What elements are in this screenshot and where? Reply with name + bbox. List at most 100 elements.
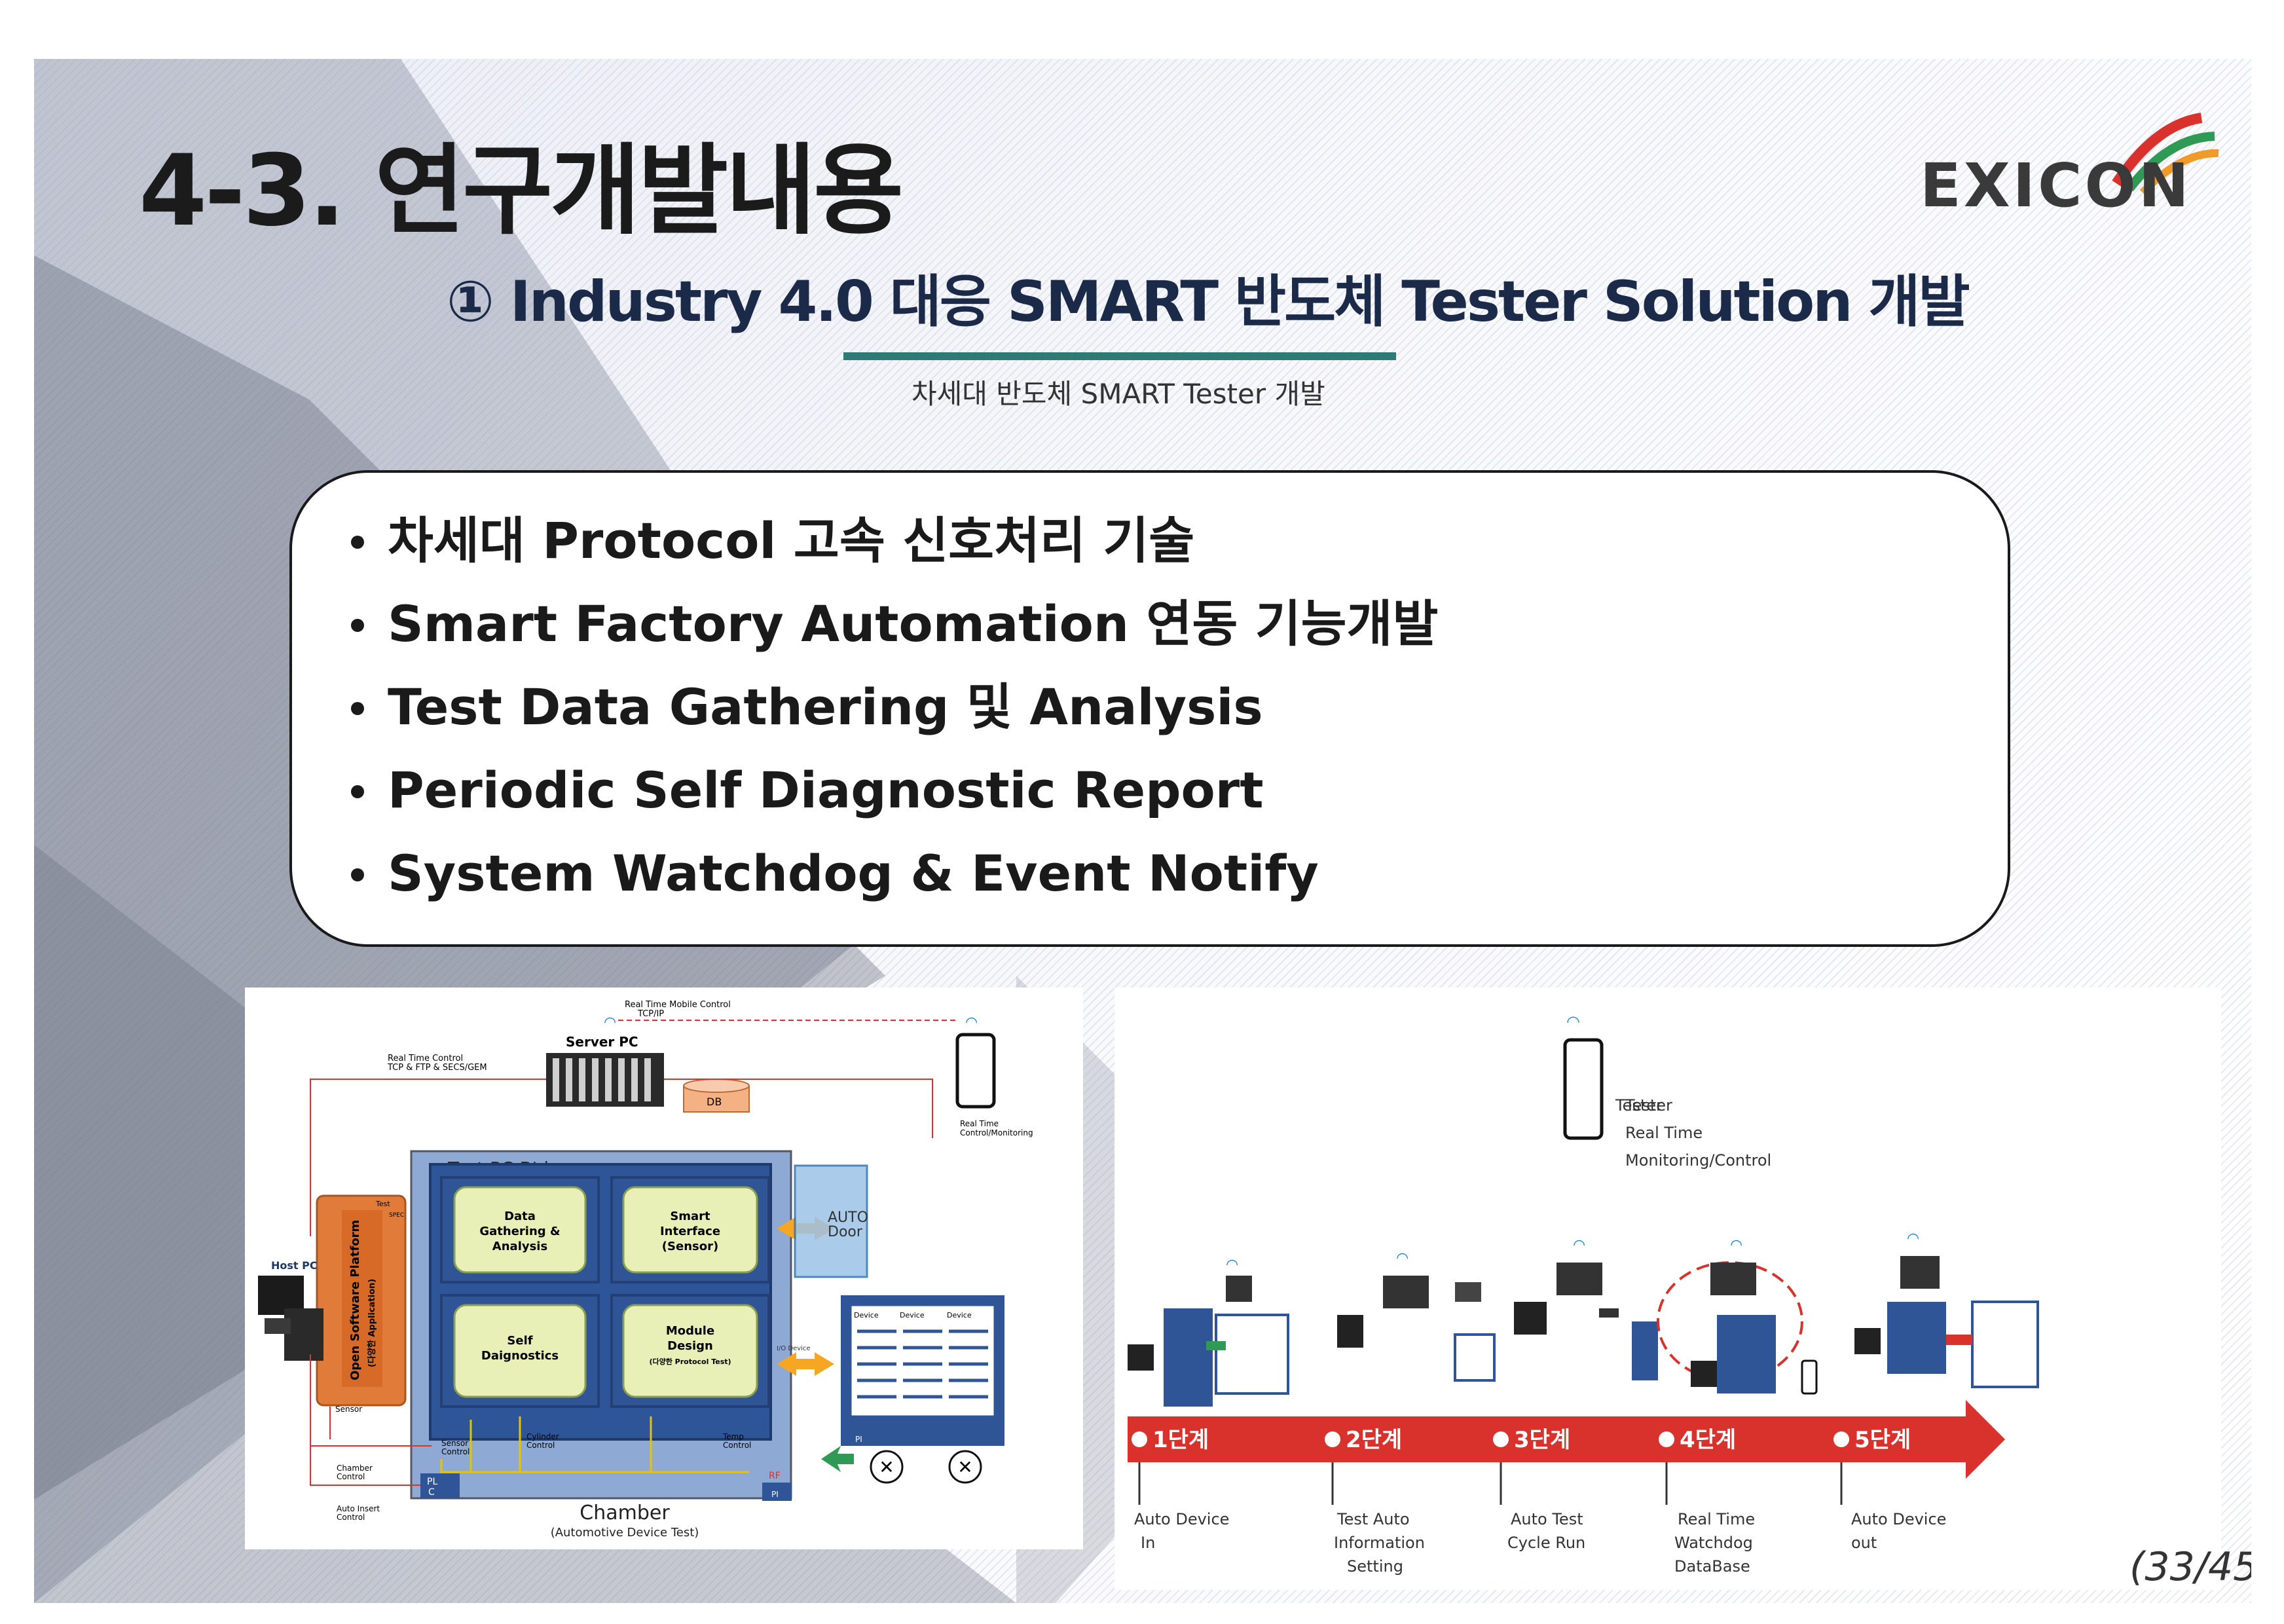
server-rack-icon: [546, 1053, 664, 1107]
svg-text:(Sensor): (Sensor): [662, 1240, 718, 1253]
svg-text:◠: ◠: [1226, 1257, 1238, 1273]
wheel-icon: ✕: [879, 1456, 894, 1478]
svg-text:Cylinder: Cylinder: [526, 1432, 559, 1441]
svg-text:◠: ◠: [1573, 1237, 1585, 1253]
svg-text:Open Software Platform: Open Software Platform: [348, 1220, 362, 1380]
plc-box: [420, 1473, 460, 1498]
svg-text:I/O Device: I/O Device: [777, 1345, 811, 1352]
svg-text:DataBase: DataBase: [1674, 1557, 1750, 1576]
chamber-sub-label: (Automotive Device Test): [551, 1526, 699, 1540]
system-diagram: Server PC DB Real Time Mobile Control TC…: [245, 987, 1083, 1549]
svg-text:In: In: [1141, 1534, 1155, 1552]
svg-text:Test Auto: Test Auto: [1336, 1510, 1410, 1528]
svg-text:Device: Device: [854, 1311, 879, 1320]
stage-1: 1단계 Auto Device In: [1132, 1427, 1229, 1552]
svg-text:Door: Door: [828, 1224, 863, 1240]
svg-text:(다양한 Application): (다양한 Application): [367, 1279, 377, 1367]
device-tray: Device Device Device PI ✕ ✕: [841, 1295, 1004, 1484]
real-time-control-label: Real Time Control: [388, 1054, 463, 1063]
svg-text:Temp: Temp: [722, 1432, 744, 1441]
db-label: DB: [707, 1096, 722, 1108]
stage-scene-1: ◠: [1128, 1257, 1289, 1407]
svg-text:Device: Device: [947, 1311, 972, 1320]
monitoring-label: Monitoring/Control: [1625, 1151, 1771, 1170]
svg-text:Control: Control: [337, 1513, 365, 1522]
svg-text:◠: ◠: [1730, 1237, 1742, 1253]
block-smart-interface: Smart Interface (Sensor): [610, 1176, 770, 1283]
platform-panel: Open Software Platform (다양한 Application)…: [316, 1194, 407, 1407]
svg-text:RF: RF: [769, 1471, 781, 1481]
stage-label: 3단계: [1514, 1427, 1570, 1453]
svg-text:Sensor: Sensor: [335, 1405, 362, 1414]
bullet-item: 차세대 Protocol 고속 신호처리 기술: [348, 499, 1438, 582]
svg-text:Self: Self: [507, 1334, 532, 1348]
wifi-icon: ◠: [1566, 1012, 1580, 1031]
svg-text:Sensor: Sensor: [441, 1439, 468, 1448]
tcp-ip-label: TCP/IP: [637, 1009, 664, 1019]
wifi-icon: ◠: [965, 1014, 978, 1031]
tablet-icon: [1563, 1038, 1604, 1140]
svg-text:Watchdog: Watchdog: [1674, 1534, 1753, 1552]
stage-label: 4단계: [1680, 1427, 1736, 1453]
pi-box: [762, 1483, 792, 1501]
svg-text:Auto Test: Auto Test: [1511, 1510, 1583, 1528]
rt-control-label: Real Time: [960, 1119, 999, 1128]
svg-text:Test: Test: [375, 1200, 390, 1208]
stage-scene-5: ◠: [1854, 1230, 2039, 1388]
svg-text:(다양한 Protocol Test): (다양한 Protocol Test): [649, 1357, 731, 1366]
block-module-design: Module Design (다양한 Protocol Test): [610, 1294, 770, 1408]
svg-text:Information: Information: [1334, 1534, 1425, 1552]
svg-text:Control: Control: [441, 1447, 470, 1456]
tester-label: Tester: [1625, 1096, 1672, 1115]
bullet-box: 차세대 Protocol 고속 신호처리 기술 Smart Factory Au…: [289, 470, 2010, 947]
stage-2: 2단계 Test Auto Information Setting: [1325, 1427, 1425, 1576]
svg-text:Tester: Tester: [1615, 1096, 1663, 1115]
svg-text:Setting: Setting: [1347, 1557, 1403, 1576]
block-self-diagnostics: Self Daignostics: [440, 1294, 600, 1408]
svg-text:Cycle Run: Cycle Run: [1507, 1534, 1585, 1552]
svg-text:◠: ◠: [1907, 1230, 1919, 1247]
mobile-control-label: Real Time Mobile Control: [625, 1000, 731, 1010]
svg-text:Analysis: Analysis: [492, 1240, 547, 1253]
chamber-label: Chamber: [580, 1502, 670, 1524]
stage-label: 2단계: [1346, 1427, 1402, 1453]
green-arrow-icon: [821, 1446, 854, 1472]
tcp-ftp-secs-label: TCP & FTP & SECS/GEM: [387, 1063, 487, 1073]
svg-text:Chamber: Chamber: [337, 1464, 373, 1473]
double-arrow-icon: [777, 1352, 834, 1376]
exicon-logo: EXICON: [1920, 111, 2221, 221]
logo-text: EXICON: [1920, 151, 2192, 221]
svg-text:Interface: Interface: [660, 1225, 720, 1238]
bullet-item: System Watchdog & Event Notify: [348, 832, 1438, 915]
real-time-label: Real Time: [1625, 1124, 1703, 1142]
svg-text:Daignostics: Daignostics: [481, 1349, 559, 1363]
svg-text:Control: Control: [337, 1472, 365, 1481]
logo-swoosh-icon: [2112, 113, 2219, 196]
caption: 차세대 반도체 SMART Tester 개발: [912, 378, 1325, 410]
svg-text:◠: ◠: [1396, 1250, 1409, 1266]
svg-text:Control: Control: [526, 1441, 555, 1450]
svg-text:Device: Device: [900, 1311, 925, 1320]
svg-text:Data: Data: [504, 1209, 536, 1223]
bullet-item: Test Data Gathering 및 Analysis: [348, 665, 1438, 748]
svg-text:Gathering &: Gathering &: [479, 1225, 560, 1238]
bullet-item: Smart Factory Automation 연동 기능개발: [348, 582, 1438, 665]
bullet-list: 차세대 Protocol 고속 신호처리 기술 Smart Factory Au…: [348, 499, 1438, 915]
svg-text:Auto Device: Auto Device: [1134, 1510, 1229, 1528]
stage-label: 1단계: [1152, 1427, 1209, 1453]
subtitle: ① Industry 4.0 대응 SMART 반도체 Tester Solut…: [447, 269, 1970, 335]
svg-text:PI: PI: [855, 1435, 862, 1444]
stage-scene-4: ◠: [1657, 1237, 1818, 1395]
block-data-gathering: Data Gathering & Analysis: [440, 1176, 600, 1283]
svg-text:C: C: [428, 1487, 435, 1498]
svg-text:Smart: Smart: [670, 1209, 710, 1223]
svg-text:AUTO: AUTO: [828, 1209, 868, 1226]
svg-text:SPEC: SPEC: [389, 1212, 404, 1219]
svg-text:Design: Design: [667, 1339, 713, 1353]
subtitle-underline: [843, 352, 1396, 360]
stage-4: 4단계 Real Time Watchdog DataBase: [1659, 1427, 1755, 1576]
server-pc-label: Server PC: [566, 1034, 638, 1050]
svg-text:PL: PL: [427, 1477, 437, 1487]
auto-door: [794, 1164, 868, 1278]
svg-text:PI: PI: [771, 1490, 779, 1499]
